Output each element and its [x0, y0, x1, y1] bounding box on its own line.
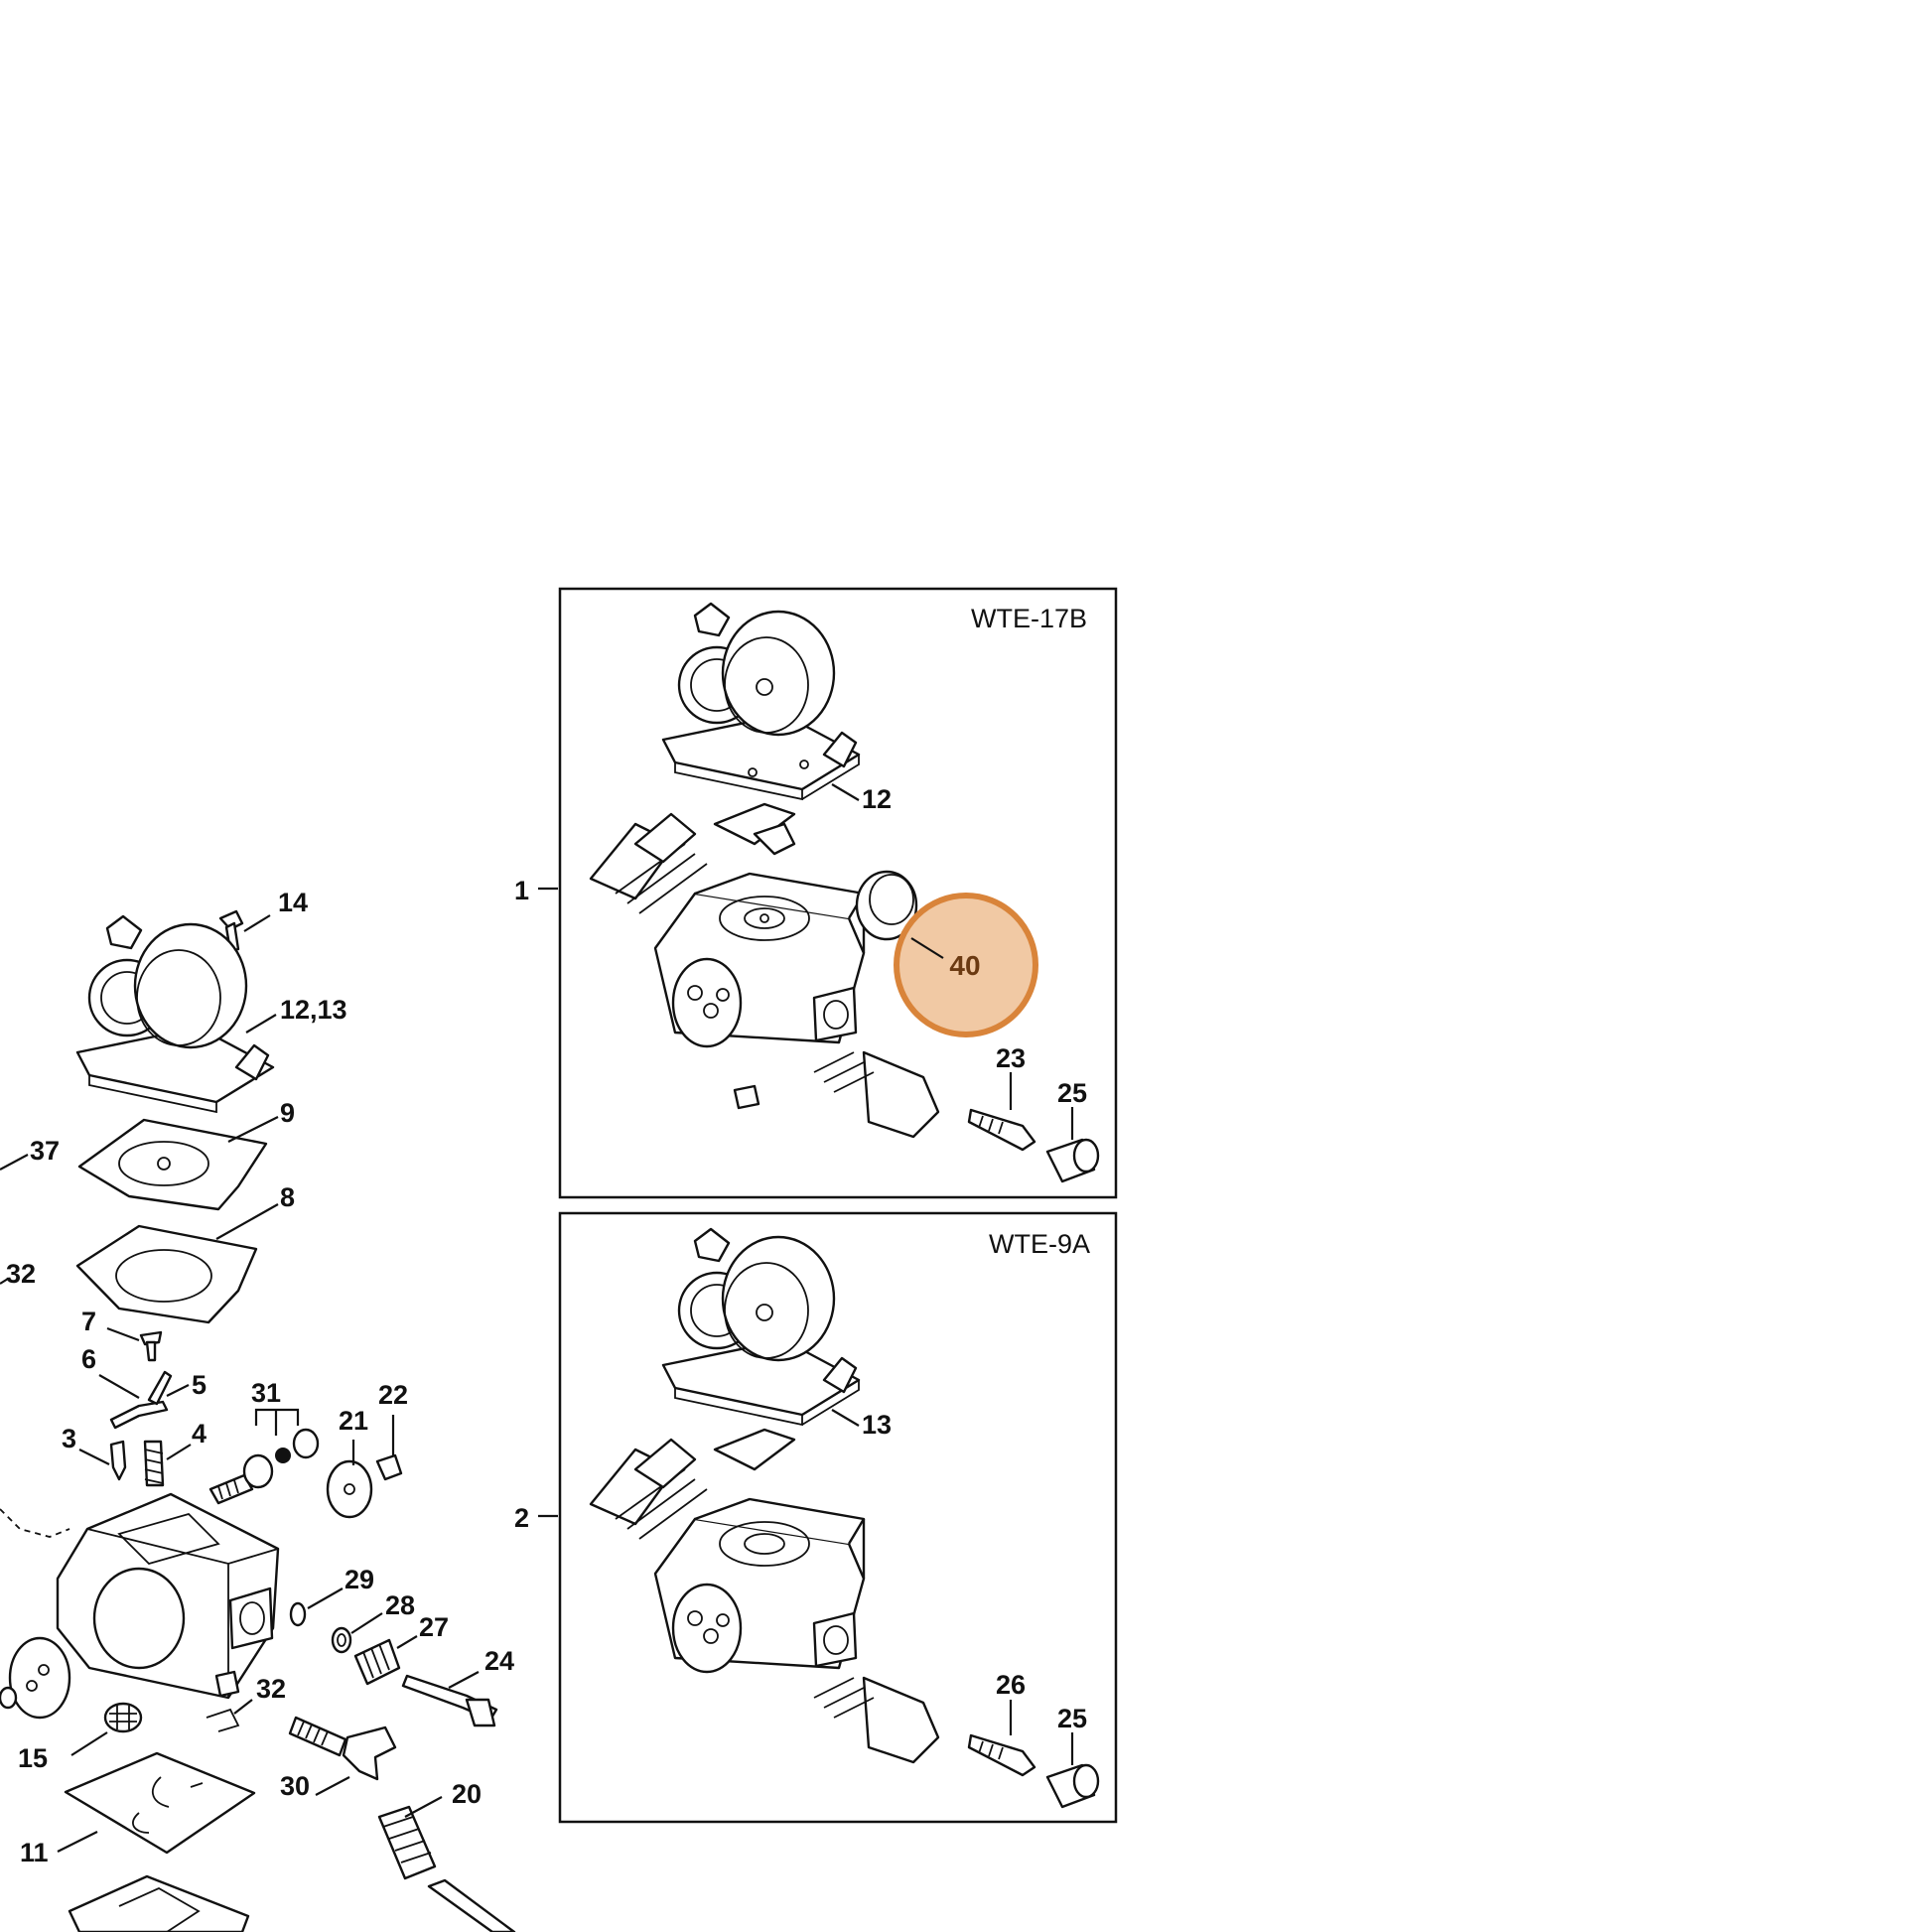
screw-part-23-drawing: [967, 1072, 1036, 1152]
callout-4: 4: [192, 1419, 207, 1449]
callout-1: 1: [514, 876, 529, 905]
box-title-wte-17b: WTE-17B: [971, 604, 1087, 633]
callout-3: 3: [62, 1424, 76, 1453]
callout-30: 30: [280, 1771, 310, 1801]
callout-25-bottom: 25: [1057, 1704, 1087, 1733]
carburetor-body-drawing: [589, 802, 940, 1139]
callout-26: 26: [996, 1670, 1026, 1700]
callout-23: 23: [996, 1043, 1026, 1073]
callout-13: 13: [862, 1410, 892, 1440]
callout-24: 24: [484, 1646, 514, 1676]
callout-40[interactable]: 40: [949, 950, 980, 981]
callout-2: 2: [514, 1503, 529, 1533]
cover-part-drawing-2: [661, 1227, 861, 1427]
callout-32-a: 32: [6, 1259, 36, 1289]
callout-21: 21: [339, 1406, 368, 1436]
cap-part-25-drawing-2: [1045, 1732, 1100, 1809]
callout-27: 27: [419, 1612, 449, 1642]
callout-22: 22: [378, 1380, 408, 1410]
callout-11: 11: [20, 1838, 49, 1867]
cap-part-25-drawing: [1045, 1107, 1100, 1183]
callout-14: 14: [278, 888, 308, 917]
kit-box-wte-9a: WTE-9A 13: [514, 1211, 1118, 1824]
callout-29: 29: [345, 1565, 374, 1594]
exploded-view: 14 12,13 9 37 8 32 7: [0, 888, 516, 1932]
cover-part-drawing: [661, 602, 861, 801]
box-title-wte-9a: WTE-9A: [989, 1229, 1090, 1259]
callout-37: 37: [30, 1136, 60, 1166]
callout-6: 6: [81, 1344, 96, 1374]
callout-12-13: 12,13: [280, 995, 347, 1025]
callout-5: 5: [192, 1370, 207, 1400]
kit-box-wte-17b: WTE-17B 12: [514, 587, 1118, 1199]
callout-8: 8: [280, 1182, 295, 1212]
callout-12: 12: [862, 784, 892, 814]
callout-20: 20: [452, 1779, 482, 1809]
highlight-marker-40[interactable]: [894, 893, 1038, 1037]
callout-7: 7: [81, 1307, 96, 1336]
callout-28: 28: [385, 1590, 415, 1620]
callout-9: 9: [280, 1098, 295, 1128]
callout-32-b: 32: [256, 1674, 286, 1704]
callout-31: 31: [251, 1378, 281, 1408]
carburetor-body-drawing-2: [589, 1428, 940, 1764]
ring-part-40-drawing: [855, 870, 918, 941]
callout-15: 15: [18, 1743, 48, 1773]
callout-25-top: 25: [1057, 1078, 1087, 1108]
screw-part-26-drawing: [967, 1700, 1036, 1777]
